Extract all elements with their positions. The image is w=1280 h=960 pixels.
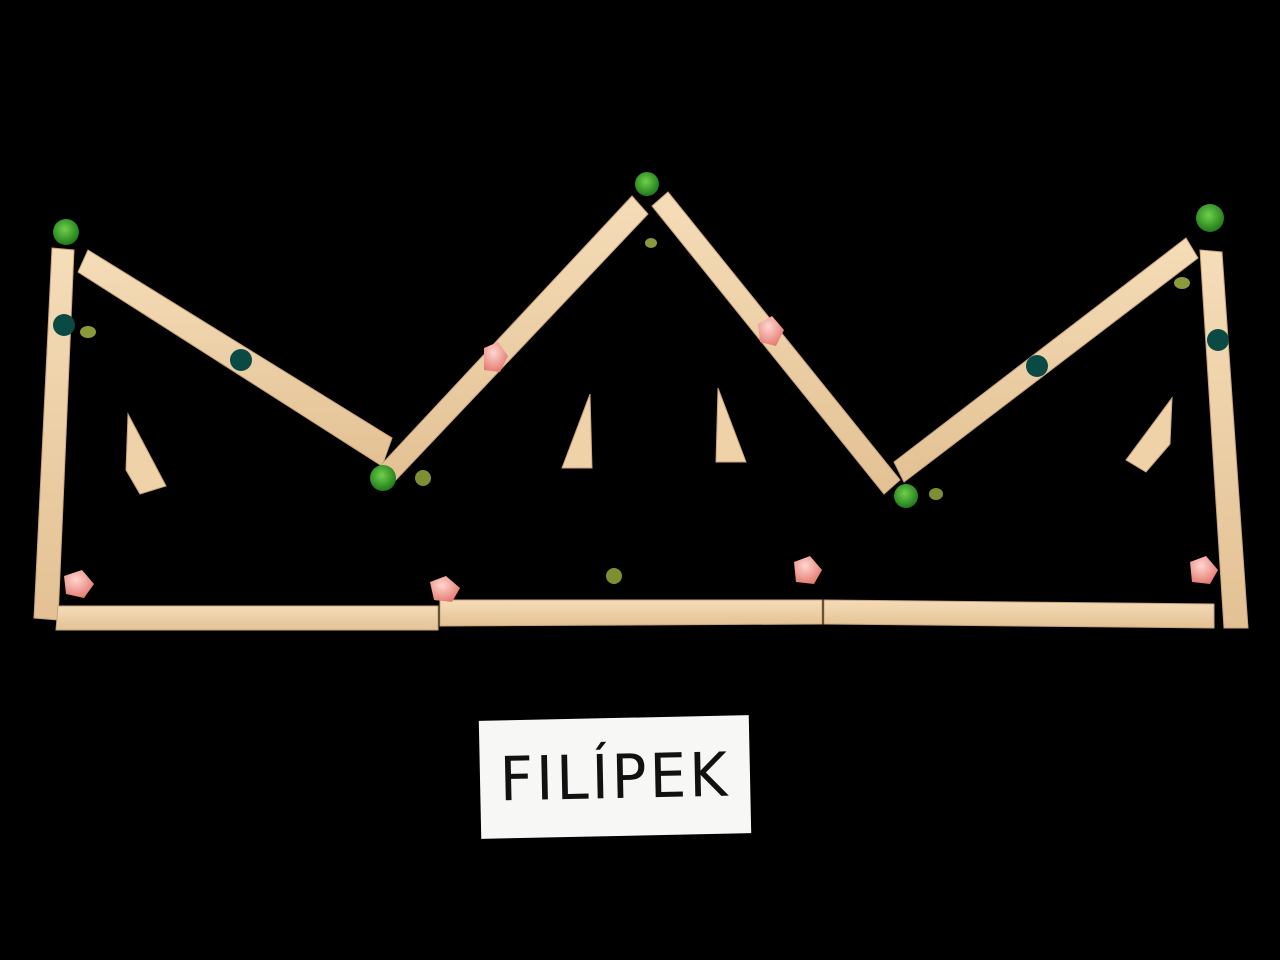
pink-gem-icon bbox=[64, 570, 94, 598]
name-card: FILÍPEK bbox=[478, 715, 752, 839]
teal-button-icon bbox=[53, 314, 75, 336]
pink-gems bbox=[64, 316, 1218, 602]
pink-gem-icon bbox=[1190, 556, 1218, 584]
triangle-piece-3 bbox=[715, 387, 747, 463]
pink-gem-icon bbox=[430, 576, 460, 602]
triangle-piece-4 bbox=[1125, 396, 1173, 473]
olive-stone-icon bbox=[80, 326, 96, 338]
olive-stone-icon bbox=[929, 488, 943, 500]
green-pompom-icon bbox=[635, 172, 659, 196]
teal-button-icon bbox=[1207, 329, 1229, 351]
green-pompom-icon bbox=[370, 465, 396, 491]
name-label: FILÍPEK bbox=[498, 738, 731, 816]
green-pompom-icon bbox=[894, 484, 918, 508]
green-pompoms bbox=[53, 172, 1224, 508]
pink-gem-icon bbox=[758, 316, 784, 346]
pink-gem-icon bbox=[484, 342, 508, 372]
teal-buttons bbox=[53, 314, 1229, 377]
wooden-triangles bbox=[125, 387, 1173, 495]
stick-bottom-2 bbox=[439, 599, 823, 627]
stick-bottom-1 bbox=[55, 605, 439, 631]
green-pompom-icon bbox=[53, 219, 79, 245]
olive-stone-icon bbox=[645, 238, 657, 248]
olive-stone-icon bbox=[606, 568, 622, 584]
teal-button-icon bbox=[230, 349, 252, 371]
stick-left-vertical bbox=[33, 247, 75, 621]
triangle-piece-1 bbox=[125, 412, 167, 495]
olive-stone-icon bbox=[1174, 277, 1190, 289]
triangle-piece-2 bbox=[561, 393, 593, 469]
teal-button-icon bbox=[1026, 355, 1048, 377]
stick-diagonal-2 bbox=[379, 195, 649, 483]
olive-stones bbox=[80, 238, 1190, 584]
olive-stone-icon bbox=[415, 470, 431, 486]
stick-bottom-3 bbox=[823, 599, 1215, 629]
green-pompom-icon bbox=[1196, 204, 1224, 232]
wooden-sticks bbox=[33, 191, 1249, 631]
pink-gem-icon bbox=[794, 556, 822, 584]
